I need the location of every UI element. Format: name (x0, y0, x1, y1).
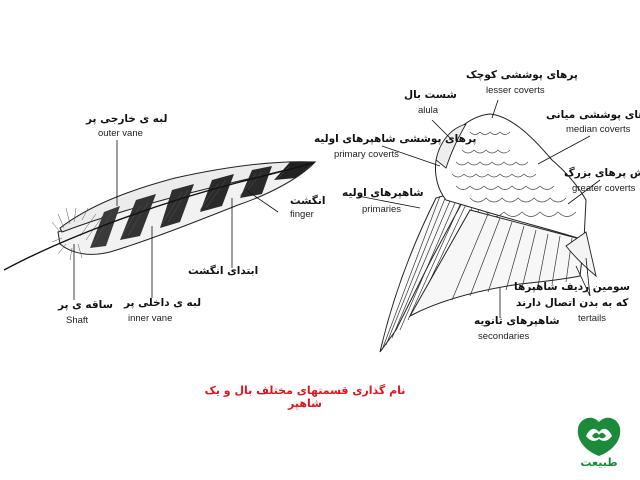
logo-text: طبیعت (580, 456, 618, 469)
outer-vane-label-en: outer vane (98, 128, 143, 139)
leaf-logo-icon (577, 417, 621, 456)
outer-vane-label-fa: لبه ی خارجی پر (86, 113, 168, 125)
finger-base-label-fa: ابتدای انگشت (188, 265, 259, 277)
primary-coverts-label-en: primary coverts (334, 149, 399, 160)
alula-label-fa: شست بال (404, 89, 457, 101)
primaries-label-en: primaries (362, 204, 402, 215)
finger-label-en: finger (290, 209, 314, 220)
tertials-label-fa-line1: سومین ردیف شاهپرها (514, 281, 630, 293)
shaft-label-en: Shaft (66, 315, 89, 326)
greater-coverts-label-fa: پوش پرهای بزرگ (564, 167, 640, 179)
wing-drawing (379, 113, 597, 353)
feather-leader-lines (73, 140, 279, 300)
shaft-label-fa: ساقه ی پر (58, 299, 113, 311)
lesser-coverts-label-fa: پرهای پوششی کوچک (466, 69, 578, 81)
greater-coverts-label-en: greater coverts (572, 183, 636, 194)
tertials-label-en: tertails (578, 313, 606, 324)
feather-drawing (3, 161, 317, 271)
secondaries-label-fa: شاهپرهای ثانویه (474, 315, 560, 327)
inner-vane-label-en: inner vane (128, 313, 173, 324)
primaries-label-fa: شاهپرهای اولیه (342, 187, 424, 199)
finger-label-fa: انگشت (290, 195, 326, 207)
inner-vane-label-fa: لبه ی داخلی پر (124, 297, 202, 309)
median-coverts-label-en: median coverts (566, 124, 631, 135)
median-coverts-label-fa: پرهای پوششی میانی (546, 109, 640, 121)
alula-label-en: alula (418, 105, 439, 116)
wing-leader-lines (357, 99, 601, 318)
secondaries-label-en: secondaries (478, 331, 530, 342)
figure-caption: نام گذاری قسمتهای مختلف بال و یک شاهپر (204, 384, 406, 410)
tertials-label-fa-line2: که به بدن اتصال دارند (516, 297, 629, 309)
site-logo: طبیعت (566, 412, 632, 472)
lesser-coverts-label-en: lesser coverts (486, 85, 545, 96)
primary-coverts-label-fa: پرهای پوششی شاهپرهای اولیه (314, 133, 477, 145)
